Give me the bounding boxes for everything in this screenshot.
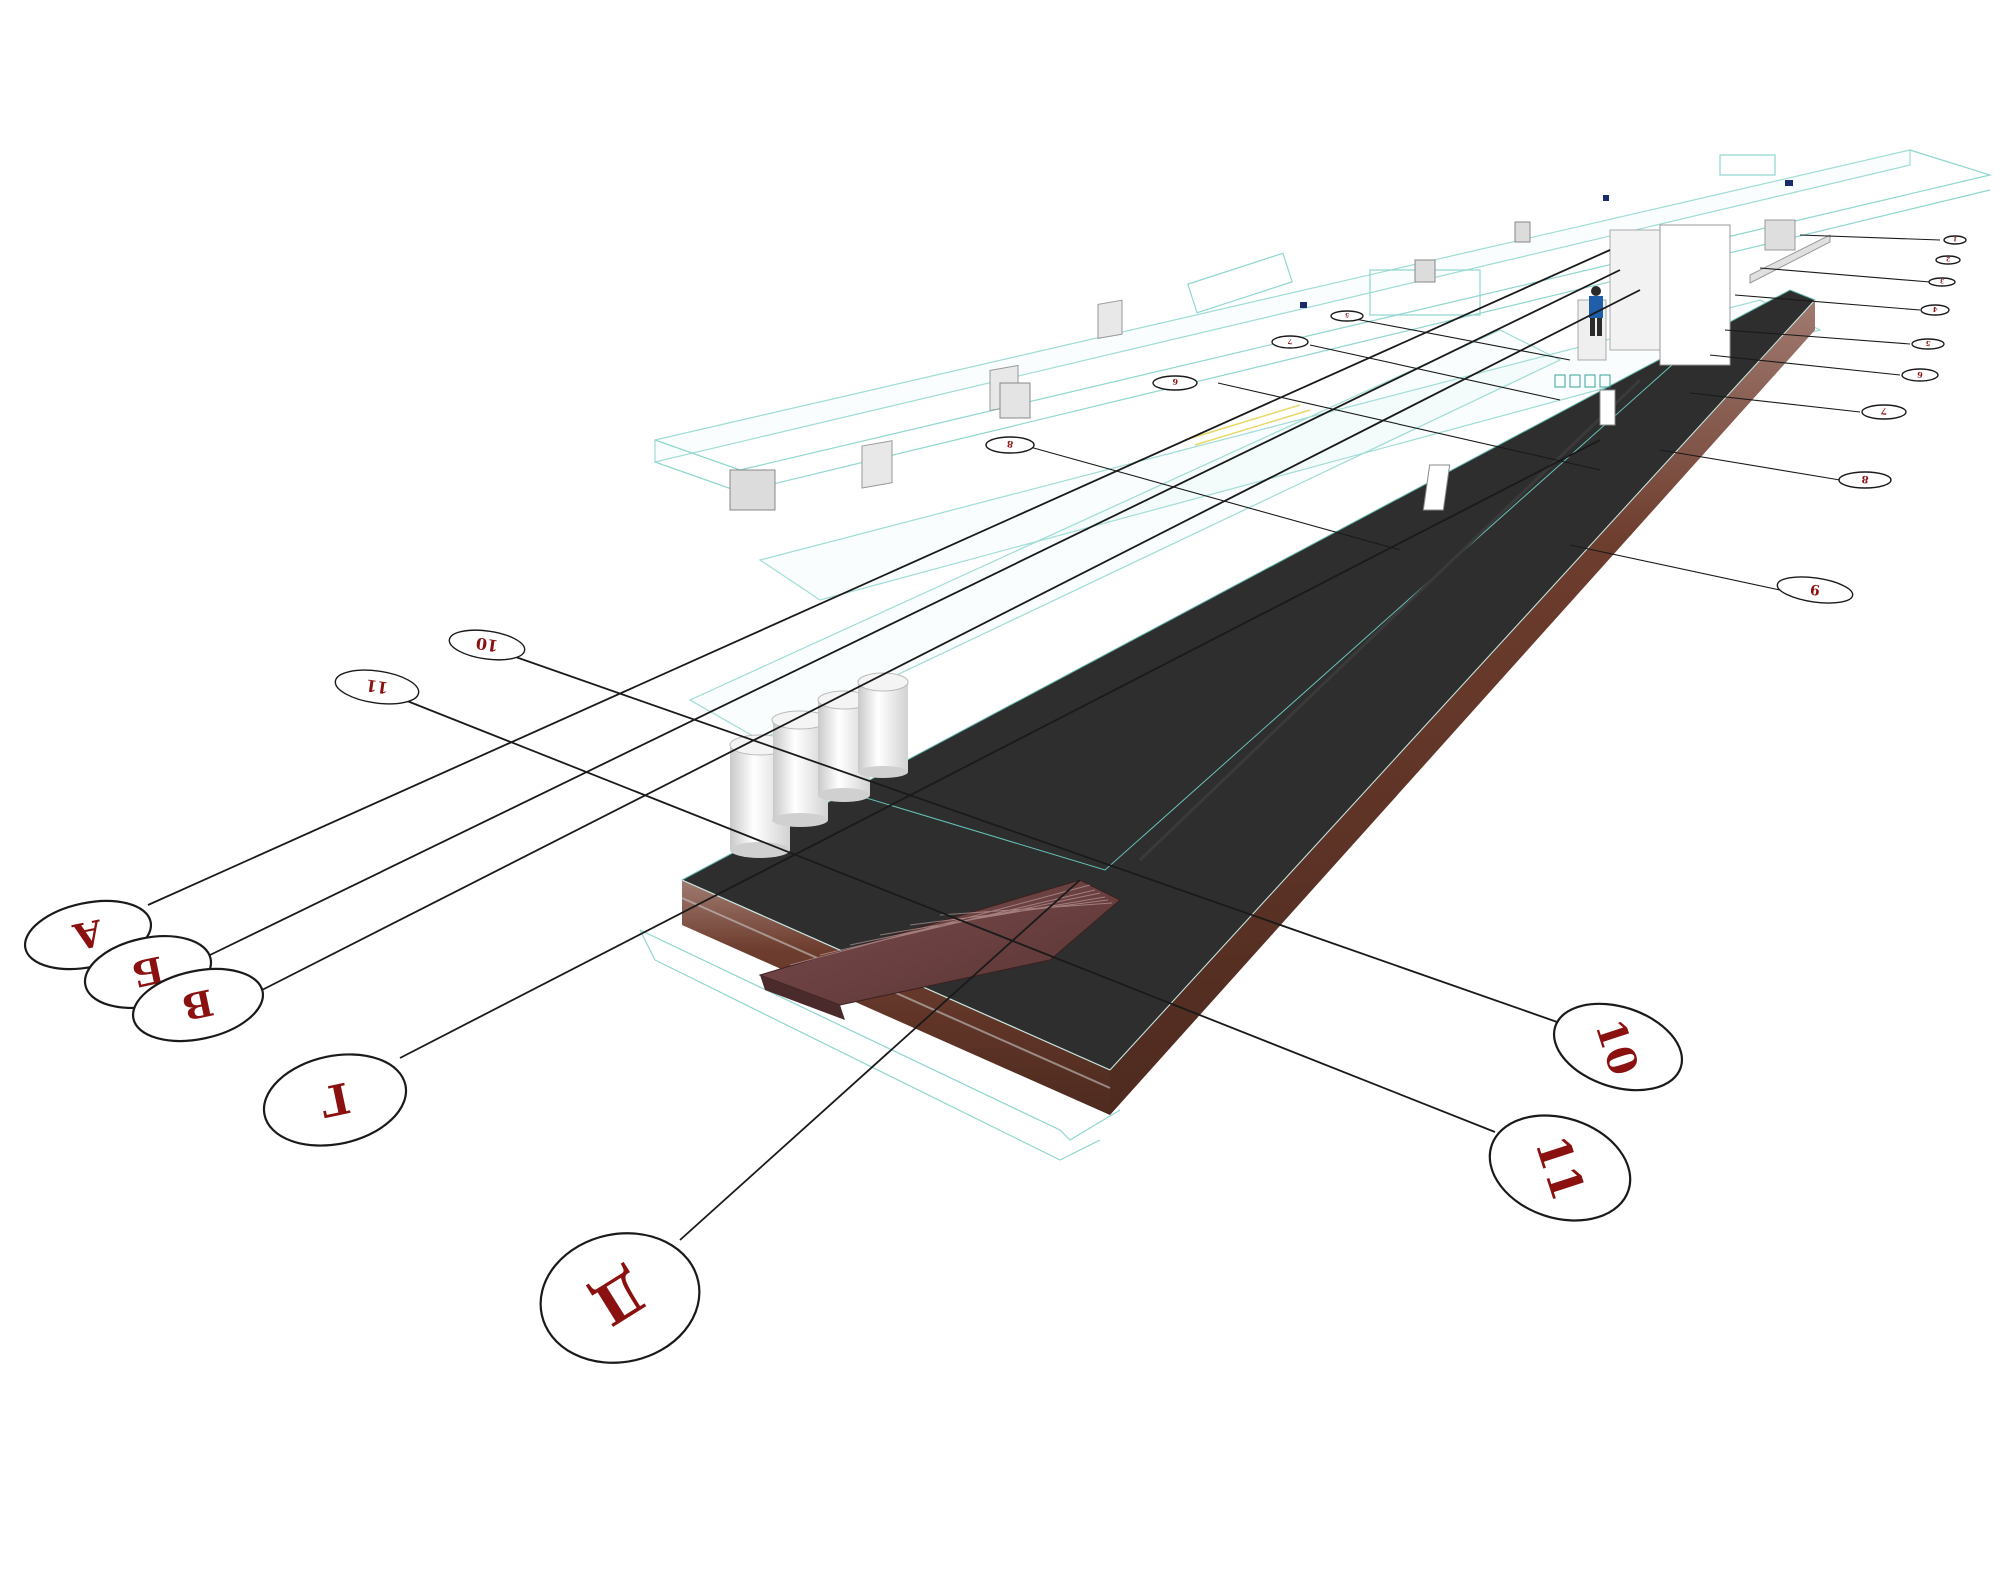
- axis-label-5: 5: [1925, 339, 1931, 349]
- axis-bubble-9: 9: [1776, 576, 1854, 604]
- axis-label-6: 6: [1916, 370, 1923, 381]
- axis-bubble-W5: 5: [1330, 310, 1364, 322]
- axis-label-9: 9: [1809, 580, 1821, 597]
- person-figure: [1589, 286, 1603, 336]
- axis-bubble-10-far: 10: [448, 629, 526, 661]
- axis-bubble-W8: 8: [985, 436, 1035, 454]
- axis-bubble-D: Д: [539, 1232, 701, 1364]
- axis-label-W7: 7: [1287, 337, 1293, 347]
- tanks: [729, 672, 909, 858]
- axis-bubble-5: 5: [1911, 338, 1945, 350]
- equipment: [729, 180, 1831, 511]
- axis-bubble-11-far: 11: [334, 669, 420, 705]
- axis-label-11-far: 11: [365, 676, 390, 698]
- axis-label-7: 7: [1880, 405, 1888, 416]
- axis-bubble-W6: 6: [1152, 375, 1198, 391]
- axis-label-3: 3: [1940, 277, 1945, 285]
- axis-label-4: 4: [1932, 305, 1938, 315]
- tank-4: [857, 672, 909, 778]
- axis-label-W5: 5: [1345, 311, 1350, 319]
- axis-label-10-far: 10: [475, 634, 500, 656]
- leader-lines: [147, 234, 1941, 1241]
- axis-bubble-2: 2: [1935, 255, 1961, 265]
- axis-bubble-4: 4: [1920, 304, 1950, 316]
- axis-bubble-8: 8: [1838, 471, 1892, 489]
- lower-floor-wireframe: [639, 929, 1121, 1161]
- ground-slab: [680, 289, 1816, 1115]
- axis-label-W8: 8: [1006, 438, 1014, 449]
- axis-bubble-7: 7: [1861, 404, 1907, 420]
- axis-label-W6: 6: [1171, 377, 1178, 388]
- axis-bubble-3: 3: [1928, 277, 1956, 287]
- axis-label-1: 1: [1953, 235, 1958, 243]
- axis-bubble-11: 11: [1488, 1114, 1632, 1222]
- stair: [758, 879, 1121, 1020]
- axis-bubble-G: Г: [262, 1053, 408, 1147]
- axis-bubble-W7: 7: [1271, 335, 1309, 349]
- axis-label-2: 2: [1946, 255, 1951, 263]
- axis-bubble-10: 10: [1552, 1002, 1684, 1092]
- axis-bubble-6: 6: [1901, 368, 1939, 382]
- axis-bubble-1: 1: [1943, 235, 1967, 245]
- axis-bubble-V: В: [131, 967, 265, 1043]
- axis-label-8: 8: [1861, 473, 1869, 485]
